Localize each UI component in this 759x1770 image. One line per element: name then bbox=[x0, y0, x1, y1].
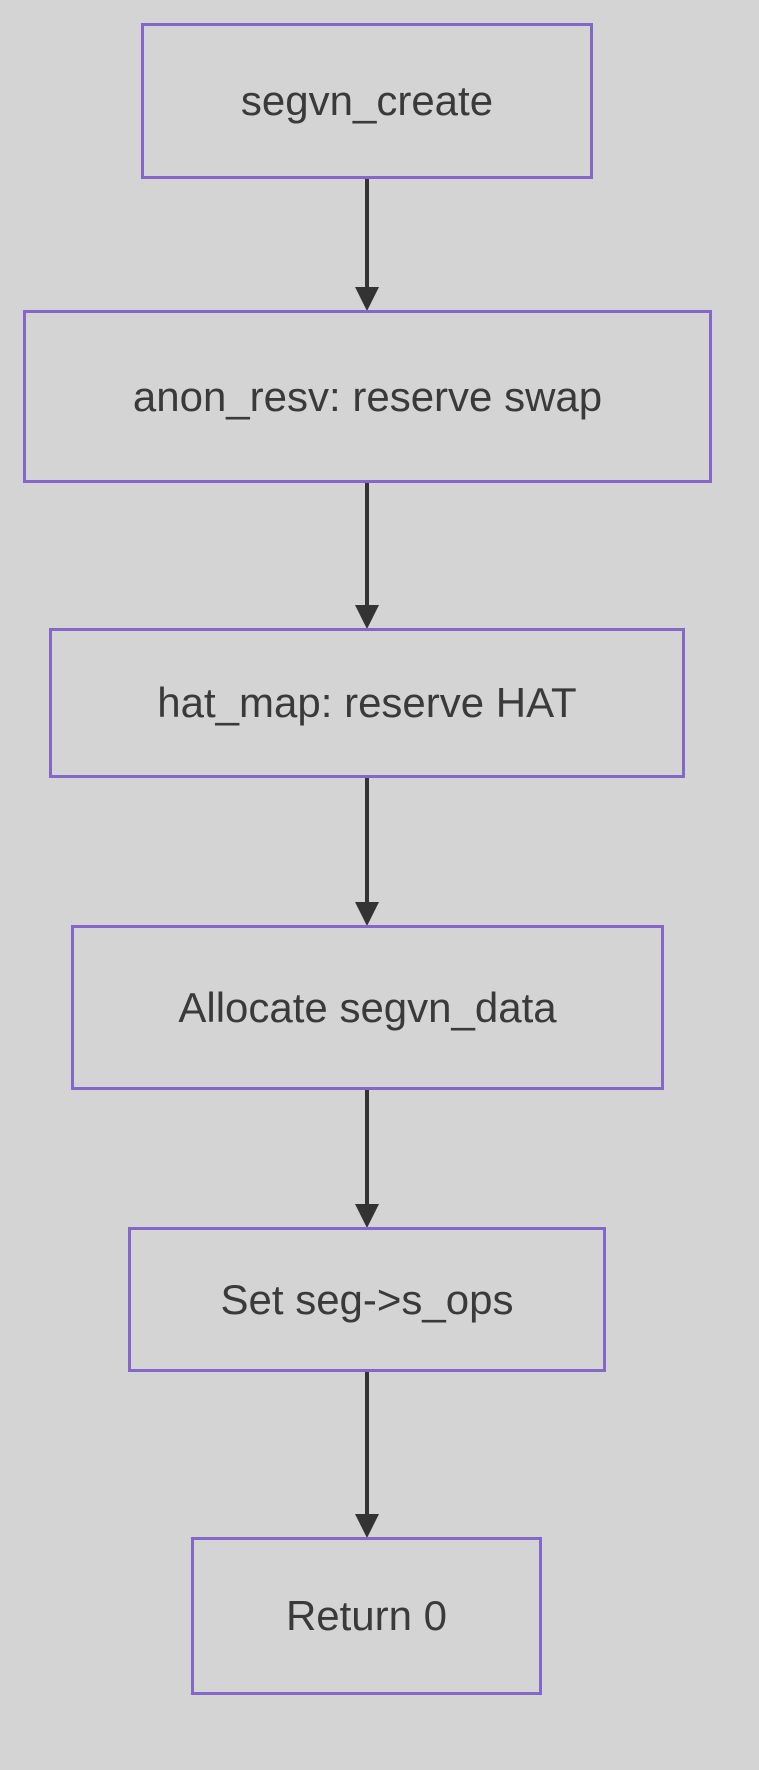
edge-line bbox=[365, 179, 369, 288]
node-allocate-segvn-data: Allocate segvn_data bbox=[71, 925, 664, 1090]
arrow-down-icon bbox=[355, 287, 379, 311]
node-label: Set seg->s_ops bbox=[220, 1275, 514, 1323]
node-anon-resv: anon_resv: reserve swap bbox=[23, 310, 712, 483]
node-segvn-create: segvn_create bbox=[141, 23, 593, 179]
edge-line bbox=[365, 1372, 369, 1515]
edge-line bbox=[365, 1090, 369, 1205]
node-hat-map: hat_map: reserve HAT bbox=[49, 628, 685, 778]
node-label: anon_resv: reserve swap bbox=[132, 372, 603, 420]
node-label: segvn_create bbox=[240, 77, 494, 124]
edge-line bbox=[365, 778, 369, 903]
node-label: Allocate segvn_data bbox=[178, 983, 557, 1031]
node-set-s-ops: Set seg->s_ops bbox=[128, 1227, 606, 1372]
arrow-down-icon bbox=[355, 1204, 379, 1228]
arrow-down-icon bbox=[355, 1514, 379, 1538]
arrow-down-icon bbox=[355, 902, 379, 926]
arrow-down-icon bbox=[355, 605, 379, 629]
node-return-0: Return 0 bbox=[191, 1537, 542, 1695]
edge-line bbox=[365, 483, 369, 606]
node-label: hat_map: reserve HAT bbox=[157, 679, 577, 726]
node-label: Return 0 bbox=[285, 1592, 448, 1639]
